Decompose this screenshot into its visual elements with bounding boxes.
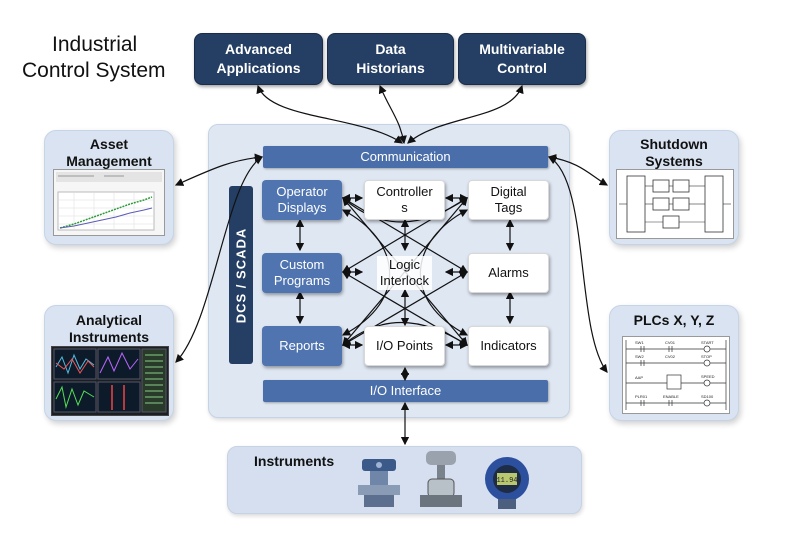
logic-interlock-line1: Logic	[388, 257, 421, 272]
plcs-title: PLCs X, Y, Z	[633, 312, 715, 328]
plc-label-cv02: CV02	[665, 354, 676, 359]
controllers-line2: s	[401, 200, 408, 215]
plc-label-plr01: PLR01	[635, 394, 648, 399]
controllers-line1: Controller	[376, 184, 433, 199]
io-points-label: I/O Points	[375, 338, 434, 353]
diagram-title: Industrial Control System	[22, 32, 166, 84]
title-line-2: Control System	[22, 59, 166, 82]
control-valve-icon	[420, 451, 462, 507]
io-interface-bar: I/O Interface	[263, 380, 548, 402]
analytical-instruments-screen-image	[51, 346, 169, 416]
communication-bar: Communication	[263, 146, 548, 168]
asset-management-line1: Asset	[89, 136, 129, 152]
instruments-title: Instruments	[254, 453, 335, 469]
plc-label-speed: SPEED	[701, 374, 715, 379]
pressure-transmitter-icon	[358, 459, 400, 507]
plc-label-aap: AAP	[635, 375, 643, 380]
reports-box: Reports	[262, 326, 342, 366]
analytical-instruments-line1: Analytical	[75, 312, 143, 328]
plc-ladder-graphic: SW1 CV01 START SW2 CV02 STOP AAP SPEED P…	[625, 340, 727, 410]
analytical-instruments-line2: Instruments	[68, 329, 150, 345]
plc-label-start: START	[701, 340, 714, 345]
instruments-panel: Instruments 11.94	[227, 446, 582, 514]
custom-programs-line1: Custom	[279, 257, 325, 272]
asset-management-chart-image	[53, 169, 165, 236]
operator-displays-line1: Operator	[276, 184, 328, 199]
data-historians-line1: Data	[375, 41, 406, 57]
reports-label: Reports	[279, 338, 325, 353]
shutdown-systems-diagram-image	[616, 169, 734, 239]
shutdown-systems-line2: Systems	[645, 153, 703, 169]
transmitter-readout: 11.94	[496, 477, 517, 485]
asset-chart-graphic	[54, 170, 164, 235]
advanced-applications-line2: Applications	[216, 60, 301, 76]
plc-label-sw1: SW1	[635, 340, 644, 345]
digital-transmitter-icon: 11.94	[485, 457, 529, 509]
alarms-label: Alarms	[488, 265, 529, 280]
alarms-box: Alarms	[468, 253, 549, 293]
asset-management-line2: Management	[66, 153, 152, 169]
multivariable-control-line2: Control	[497, 60, 547, 76]
plcs-panel: PLCs X, Y, Z SW1 CV01 START SW2 CV02	[609, 305, 739, 421]
plc-label-sw2: SW2	[635, 354, 644, 359]
indicators-box: Indicators	[468, 326, 549, 366]
advanced-applications-line1: Advanced	[225, 41, 292, 57]
plc-label-sd100: SD100	[701, 394, 714, 399]
io-points-box: I/O Points	[364, 326, 445, 366]
analytical-screen-graphic	[53, 348, 167, 413]
operator-displays-line2: Displays	[277, 200, 327, 215]
plc-label-stop: STOP	[701, 354, 712, 359]
logic-interlock-line2: Interlock	[379, 273, 430, 288]
custom-programs-line2: Programs	[273, 273, 331, 288]
digital-tags-line1: Digital	[490, 184, 527, 199]
shutdown-diagram-graphic	[619, 175, 731, 233]
digital-tags-line2: Tags	[494, 200, 523, 215]
indicators-label: Indicators	[480, 338, 537, 353]
plc-label-cv01: CV01	[665, 340, 676, 345]
title-line-1: Industrial	[52, 33, 138, 56]
shutdown-systems-line1: Shutdown	[640, 136, 708, 152]
data-historians-line2: Historians	[356, 60, 425, 76]
multivariable-control-line1: Multivariable	[479, 41, 565, 57]
plc-ladder-diagram-image: SW1 CV01 START SW2 CV02 STOP AAP SPEED P…	[622, 336, 730, 414]
plc-label-enable: ENABLE	[663, 394, 679, 399]
